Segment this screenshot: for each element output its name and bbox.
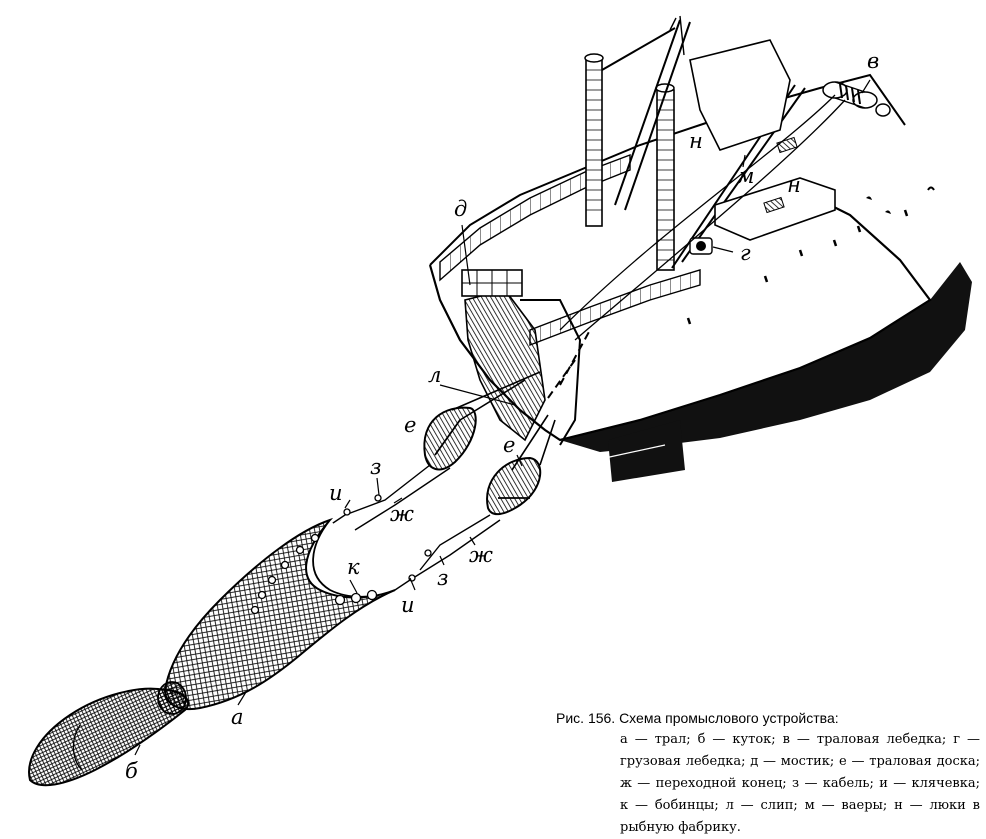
stern-slip-ramp [464,289,546,442]
trawl-winch [822,81,891,117]
cable-floats [343,494,432,582]
cargo-boom [601,19,806,269]
hull-side-dark [560,262,972,452]
label-n-hatch-upper: н [689,129,703,153]
label-b-codend: б [125,759,138,783]
codend [28,681,190,787]
label-i-ground-rope-lower: и [401,593,415,617]
figure-caption: Рис. 156. Схема промыслового устройства:… [556,707,980,839]
hull-outline [428,189,932,442]
label-z-cable-upper: з [370,455,381,479]
label-d-bridge: д [454,197,467,221]
label-g-cargo-winch: г [740,241,751,265]
label-a-trawl: а [231,705,244,729]
hull-keel-block [608,420,685,482]
label-e-otter-board-lower: е [503,433,515,457]
label-z-cable-lower: з [437,566,448,590]
bulwark-rail-right [529,269,701,347]
label-n-hatch-lower: н [787,173,801,197]
caption-title: Рис. 156. Схема промыслового устройства: [556,710,839,726]
bobbins [250,533,378,615]
label-zh-connecting-end-upper: ж [390,502,414,526]
fish-factory-hatch-2 [776,136,798,154]
label-i-ground-rope-upper: и [329,481,343,505]
caption-legend: а — трал; б — куток; в — траловая лебедк… [620,732,980,835]
otter-board-lower [486,456,542,516]
label-k-bobbins: к [347,555,360,579]
leader-lines [134,79,871,756]
label-e-otter-board-upper: е [404,413,416,437]
bulwark-rail-left [439,153,631,282]
portholes [686,186,935,325]
otter-board-upper [423,406,477,471]
cargo-winch [689,237,713,255]
trawl-net [163,517,396,710]
label-m-warps: м [737,164,754,188]
trawl-warps-deck [559,94,846,341]
label-l-slip: л [428,363,441,387]
fish-factory-hatch-1 [763,196,785,214]
bridles-and-cables [329,464,501,591]
label-zh-connecting-end-lower: ж [469,543,493,567]
ship [428,15,972,482]
deck-house [689,39,791,151]
figure-labels: а б в г д е е ж ж з з и и к л м н н [125,49,879,783]
label-v-trawl-winch: в [867,49,879,73]
